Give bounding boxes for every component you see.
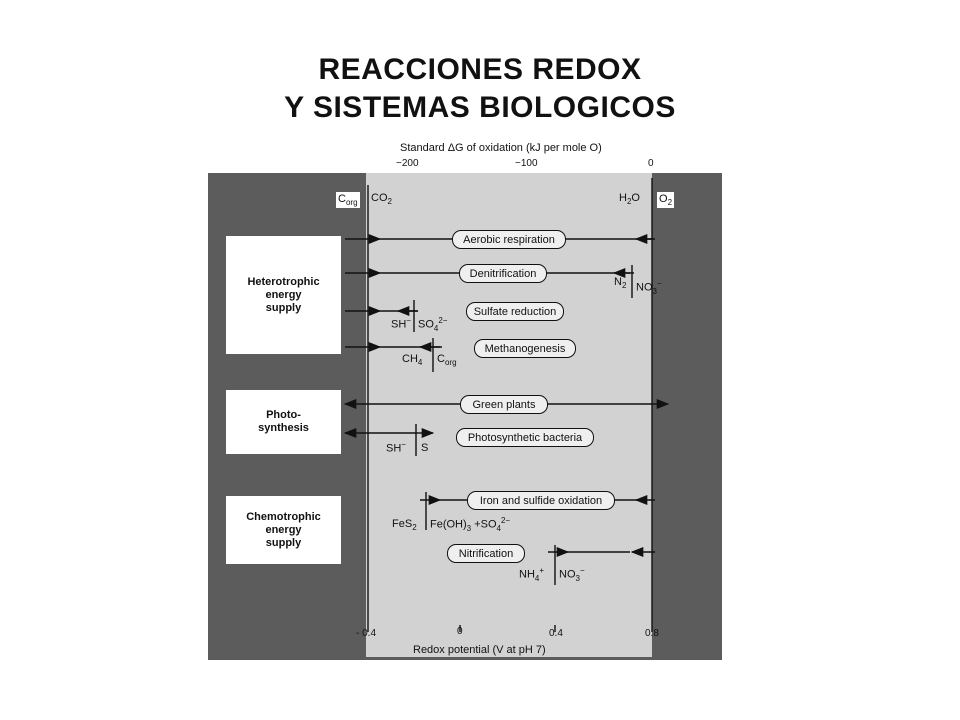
- fes2-label: FeS2: [392, 518, 417, 533]
- process-methanogenesis: Methanogenesis: [474, 339, 576, 358]
- process-sulfate-reduction: Sulfate reduction: [466, 302, 564, 321]
- bottom-axis-label: Redox potential (V at pH 7): [413, 644, 546, 656]
- bottom-tick-minus-0-4: - 0.4: [356, 628, 377, 639]
- o2-label: O2: [657, 192, 675, 209]
- central-light-region: [366, 173, 652, 657]
- s-label: S: [421, 442, 429, 454]
- bottom-tick-0-8: 0.8: [645, 628, 659, 639]
- bottom-edge: [208, 657, 722, 660]
- slide-title-line-2: Y SISTEMAS BIOLOGICOS: [284, 91, 676, 124]
- chemotrophic-energy-supply-label: Chemotrophic energy supply: [226, 496, 341, 564]
- no3-label: NO3−: [636, 279, 662, 296]
- bottom-tick-0-4: 0.4: [549, 628, 563, 639]
- top-axis-label: Standard ΔG of oxidation (kJ per mole O): [400, 142, 602, 154]
- ch4-label: CH4: [402, 353, 423, 368]
- process-nitrification: Nitrification: [447, 544, 525, 563]
- corg-couple-label: Corg: [437, 353, 457, 368]
- process-denitrification: Denitrification: [459, 264, 547, 283]
- n2-label: N2: [614, 276, 627, 291]
- sh-label-sulfate: SH−: [391, 316, 411, 331]
- heterotrophic-energy-supply-label: Heterotrophic energy supply: [226, 236, 341, 354]
- process-aerobic-respiration: Aerobic respiration: [452, 230, 566, 249]
- corg-label: Corg: [336, 192, 360, 209]
- top-tick-zero: 0: [648, 158, 654, 169]
- right-dark-region: [652, 173, 722, 657]
- process-photosynthetic-bacteria: Photosynthetic bacteria: [456, 428, 594, 447]
- co2-label: CO2: [371, 192, 392, 207]
- h2o-label: H2O: [619, 192, 640, 207]
- process-green-plants: Green plants: [460, 395, 548, 414]
- top-tick-minus-200: −200: [396, 158, 419, 169]
- nh4-label: NH4+: [519, 566, 545, 583]
- feoh3-so4-label: Fe(OH)3 +SO42−: [430, 516, 511, 533]
- sh-label-photo: SH−: [386, 440, 406, 455]
- top-tick-minus-100: −100: [515, 158, 538, 169]
- no3-nitrification-label: NO3−: [559, 566, 585, 583]
- photosynthesis-label: Photo- synthesis: [226, 390, 341, 454]
- slide-title-line-1: REACCIONES REDOX: [318, 53, 642, 86]
- so4-label: SO42−: [418, 316, 448, 333]
- process-iron-and-sulfide-oxidation: Iron and sulfide oxidation: [467, 491, 615, 510]
- bottom-tick-zero: 0: [457, 626, 463, 637]
